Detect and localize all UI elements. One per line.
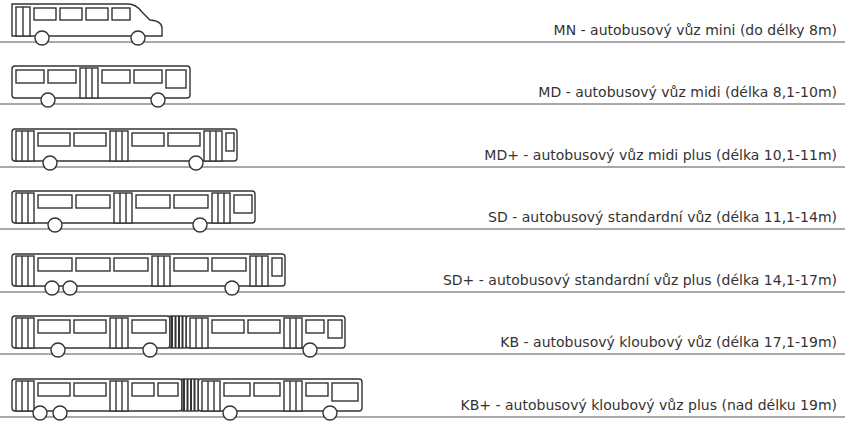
- bus-class-label: MD+ - autobusový vůz midi plus (délka 10…: [482, 146, 839, 164]
- bus-midi-plus: [12, 129, 237, 170]
- bus-class-label: KB+ - autobusový kloubový vůz plus (nad …: [459, 396, 839, 414]
- ground-lines: [0, 42, 845, 417]
- bus-class-label: SD+ - autobusový standardní vůz plus (dé…: [441, 271, 839, 289]
- bus-mini: [12, 4, 162, 45]
- bus-class-label: MD - autobusový vůz midi (délka 8,1-10m): [536, 83, 839, 101]
- bus-standard-plus: [12, 254, 285, 295]
- bus-class-label: SD - autobusový standardní vůz (délka 11…: [486, 208, 839, 226]
- bus-midi: [12, 66, 190, 107]
- bus-class-label: MN - autobusový vůz mini (do délky 8m): [552, 21, 839, 39]
- bus-articulated: [12, 316, 345, 357]
- bus-articulated-plus: [12, 379, 362, 420]
- bus-class-label: KB - autobusový kloubový vůz (délka 17,1…: [498, 333, 839, 351]
- bus-standard: [12, 191, 255, 232]
